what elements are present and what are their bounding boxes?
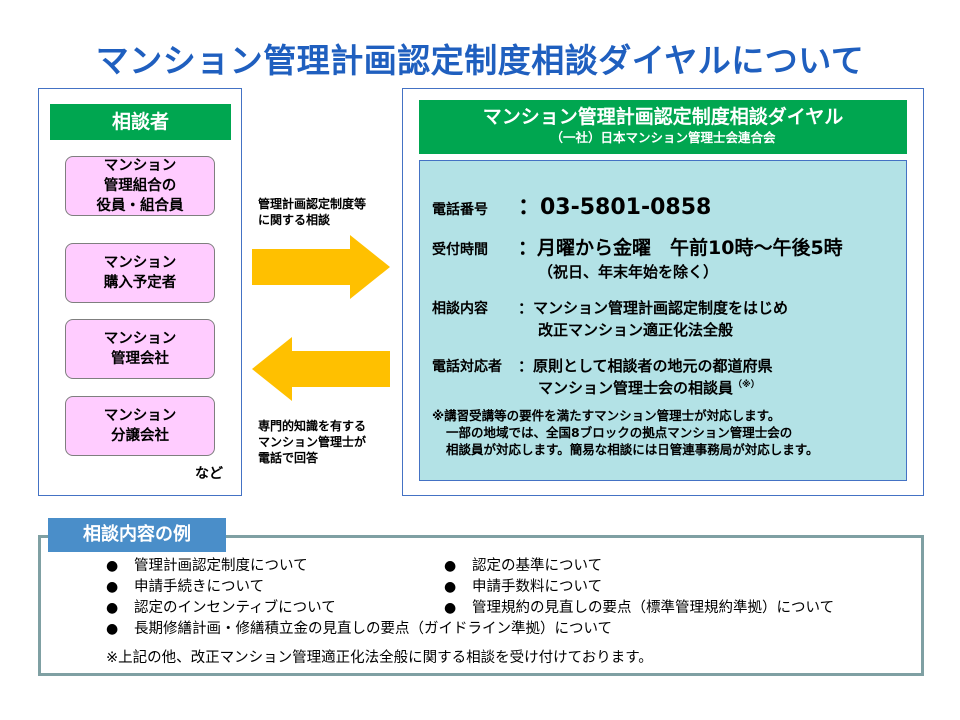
responder-note-mark: （※） <box>733 380 760 390</box>
responder-value-2: マンション管理士会の相談員（※） <box>538 377 760 398</box>
dial-title: マンション管理計画認定制度相談ダイヤル <box>482 106 844 128</box>
hours-label: 受付時間 <box>432 242 488 258</box>
dial-panel: マンション管理計画認定制度相談ダイヤル （一社）日本マンション管理士会連合会 電… <box>402 88 924 496</box>
response-arrow-label: 専門的知識を有する マンション管理士が 電話で回答 <box>258 419 367 465</box>
responder-value-2-text: マンション管理士会の相談員 <box>538 379 734 397</box>
bullet-icon: ● <box>106 579 119 595</box>
phone-number: ：03-5801-0858 <box>518 195 712 220</box>
dial-organization: （一社）日本マンション管理士会連合会 <box>550 130 776 145</box>
phone-label: 電話番号 <box>432 202 488 218</box>
phone-row: 電話番号 ：03-5801-0858 <box>432 189 711 221</box>
example-item: ●認定の基準について <box>444 558 603 574</box>
right-arrow-icon <box>252 235 390 299</box>
hours-row: 受付時間 ：月曜から金曜 午前10時～午後5時 <box>432 233 843 260</box>
content-value-2: 改正マンション適正化法全般 <box>538 321 734 339</box>
content-row: 相談内容 ：マンション管理計画認定制度をはじめ <box>432 297 788 318</box>
consultant-box-developer: マンション 分譲会社 <box>65 396 215 456</box>
note-line-1: ※講習受講等の要件を満たすマンション管理士が対応します。 <box>432 408 781 423</box>
dial-info-box: 電話番号 ：03-5801-0858 受付時間 ：月曜から金曜 午前10時～午後5時… <box>419 160 907 481</box>
example-item: ●管理計画認定制度について <box>106 558 308 574</box>
bullet-icon: ● <box>106 558 119 574</box>
bullet-icon: ● <box>106 600 119 616</box>
bullet-icon: ● <box>444 600 457 616</box>
dial-header: マンション管理計画認定制度相談ダイヤル （一社）日本マンション管理士会連合会 <box>419 100 907 154</box>
responder-row: 電話対応者 ：原則として相談者の地元の都道府県 <box>432 355 773 376</box>
hours-value: ：月曜から金曜 午前10時～午後5時 <box>518 237 843 259</box>
etc-label: など <box>195 466 223 482</box>
bullet-icon: ● <box>106 621 119 637</box>
examples-footnote: ※上記の他、改正マンション管理適正化法全般に関する相談を受け付けております。 <box>106 650 653 666</box>
request-arrow-label: 管理計画認定制度等 に関する相談 <box>258 197 367 227</box>
note-line-2: 一部の地域では、全国8ブロックの拠点マンション管理士会の <box>446 425 793 440</box>
example-item: ●長期修繕計画・修繕積立金の見直しの要点（ガイドライン準拠）について <box>106 621 613 637</box>
example-item: ●認定のインセンティブについて <box>106 600 336 616</box>
consultant-box-buyer: マンション 購入予定者 <box>65 243 215 303</box>
note-line-3: 相談員が対応します。簡易な相談には日管連事務局が対応します。 <box>446 442 819 457</box>
consultant-box-management-company: マンション 管理会社 <box>65 319 215 379</box>
left-arrow-icon <box>252 337 390 401</box>
content-value: ：マンション管理計画認定制度をはじめ <box>518 299 789 317</box>
examples-box <box>38 535 924 676</box>
consultant-panel: 相談者 マンション 管理組合の 役員・組合員 マンション 購入予定者 マンション… <box>38 88 242 496</box>
consultant-box-association: マンション 管理組合の 役員・組合員 <box>65 156 215 216</box>
bullet-icon: ● <box>444 579 457 595</box>
page-title: マンション管理計画認定制度相談ダイヤルについて <box>95 41 865 80</box>
example-item: ●管理規約の見直しの要点（標準管理規約準拠）について <box>444 600 835 616</box>
bullet-icon: ● <box>444 558 457 574</box>
example-item: ●申請手数料について <box>444 579 603 595</box>
hours-note: （祝日、年末年始を除く） <box>538 263 719 281</box>
consultant-header: 相談者 <box>50 104 231 140</box>
example-item: ●申請手続きについて <box>106 579 265 595</box>
responder-value: ：原則として相談者の地元の都道府県 <box>518 357 773 375</box>
responder-label: 電話対応者 <box>432 359 502 375</box>
examples-tag: 相談内容の例 <box>48 518 226 552</box>
content-label: 相談内容 <box>432 301 488 317</box>
